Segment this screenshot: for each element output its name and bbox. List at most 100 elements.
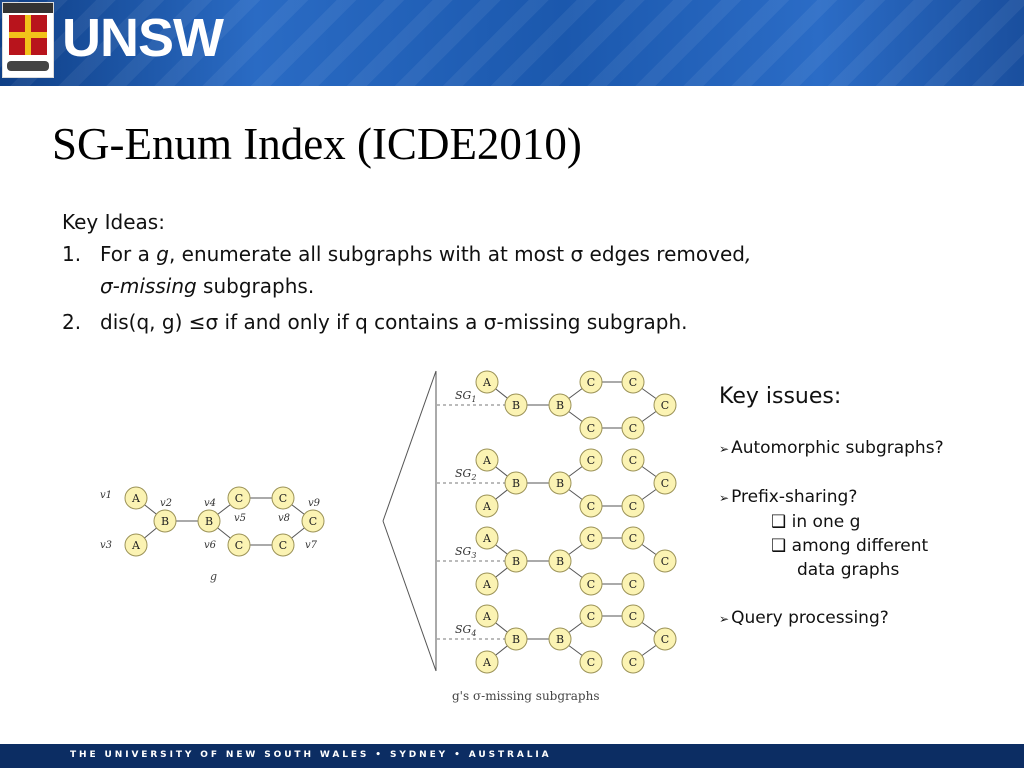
sg1-node-A1-circle [475,370,499,394]
issue-automorphic-text: Automorphic subgraphs? [731,438,944,458]
graph-g-caption: g [210,570,217,583]
vertex-label-1: v1 [100,490,112,501]
sg3-node-B2-circle [548,549,572,573]
sg-label-4: SG4 [455,623,476,638]
sg1-node-B2-circle [548,393,572,417]
key-idea-1-text-b: , enumerate all subgraphs with at most σ… [168,242,745,266]
sg4-node-C5-circle [621,650,645,674]
sg4-node-A1-label: A [482,610,492,623]
issue-query-processing-text: Query processing? [731,608,889,628]
g-node-3-label: A [131,539,141,552]
g-node-6-circle [227,533,251,557]
sg-label-subscript: 1 [471,395,476,404]
key-idea-1-sigma-missing: σ-missing [100,274,197,298]
sg4-node-A2-circle [475,650,499,674]
crest-top-band [3,3,53,13]
sub-issue-in-one-g-text: in one g [791,512,861,532]
sg3-node-C4-circle [579,572,603,596]
sg4-node-B2-circle [548,627,572,651]
sg-label-3: SG3 [455,545,476,560]
sg3-node-C1-circle [579,526,603,550]
sg2-node-C5-label: C [629,500,637,513]
subgraphs-caption: g's σ-missing subgraphs [452,689,600,703]
sg2-node-C3-label: C [661,477,669,490]
sg3-node-A2-circle [475,572,499,596]
key-idea-2: 2. dis(q, g) ≤σ if and only if q contain… [62,306,962,338]
sg2-node-C4-circle [579,494,603,518]
zoom-line-bottom [382,520,437,672]
issue-prefix-sharing: ➢Prefix-sharing? [719,485,1009,510]
sg1-node-A1-label: A [482,376,492,389]
sub-issue-among-different: ❑ among different [719,534,1009,558]
sg1-node-C1-label: C [587,376,595,389]
sg2-node-C4-label: C [587,500,595,513]
sg4-node-C5-label: C [629,656,637,669]
sg3-node-C2-circle [621,526,645,550]
sg1-node-C4-label: C [587,422,595,435]
vertex-label-7: v7 [305,540,318,551]
spacer [719,461,1009,485]
checkbox-bullet-icon: ❑ [771,536,787,556]
sg2-node-C1-circle [579,448,603,472]
sg2-node-B1-label: B [512,477,520,490]
sg4-node-A1-circle [475,604,499,628]
footer-text: THE UNIVERSITY OF NEW SOUTH WALES • SYDN… [70,750,552,760]
sg4-node-C4-label: C [587,656,595,669]
g-node-9-circle [301,509,325,533]
key-idea-1-number: 1. [62,242,82,266]
sg1-node-B2-label: B [556,399,564,412]
g-node-4-circle [197,509,221,533]
sg-label-1: SG1 [455,389,476,404]
sg4-node-A2-label: A [482,656,492,669]
sg2-node-C2-circle [621,448,645,472]
g-node-8-label: C [279,492,287,505]
g-node-3-circle [124,533,148,557]
zoom-line-top [382,370,437,522]
sg4-node-C1-circle [579,604,603,628]
sub-issue-in-one-g: ❑ in one g [719,510,1009,534]
key-idea-1-text-c: subgraphs. [196,274,315,298]
key-idea-2-text: dis(q, g) ≤σ if and only if q contains a… [100,310,688,334]
crest-cross-horizontal [9,32,47,38]
sg3-node-C3-label: C [661,555,669,568]
issue-query-processing: ➢Query processing? [719,606,1009,631]
g-node-1-circle [124,486,148,510]
vertex-label-9: v9 [308,498,321,509]
sg-label-subscript: 3 [471,551,476,560]
zoom-lines [382,370,437,672]
sg4-node-C4-circle [579,650,603,674]
slide-title: SG-Enum Index (ICDE2010) [52,119,582,169]
key-issues-heading: Key issues: [719,384,842,409]
spacer [719,412,1009,436]
sg2-node-C5-circle [621,494,645,518]
sg4-node-C3-label: C [661,633,669,646]
sg3-node-C4-label: C [587,578,595,591]
key-ideas: Key Ideas: 1. For a g, enumerate all sub… [62,206,962,338]
g-node-7-circle [271,533,295,557]
unsw-wordmark: UNSW [62,8,224,68]
sg2-node-A2-circle [475,494,499,518]
sg3-node-B1-label: B [512,555,520,568]
header-banner [0,0,1024,86]
g-node-1-label: A [131,492,141,505]
sg3-node-C5-circle [621,572,645,596]
g-node-4-label: B [205,515,213,528]
sg4-node-B2-label: B [556,633,564,646]
vertex-label-3: v3 [100,540,112,551]
issue-automorphic: ➢Automorphic subgraphs? [719,436,1009,461]
sg4-node-C2-circle [621,604,645,628]
sg-label-subscript: 4 [470,629,476,638]
vertex-label-8: v8 [278,513,290,524]
key-ideas-heading: Key Ideas: [62,210,165,234]
sg-label-subscript: 2 [470,473,476,482]
sg1-node-C2-label: C [629,376,637,389]
sg2-node-C3-circle [653,471,677,495]
sg3-node-C2-label: C [629,532,637,545]
g-node-8-circle [271,486,295,510]
spacer [719,582,1009,606]
checkbox-bullet-icon: ❑ [771,512,787,532]
